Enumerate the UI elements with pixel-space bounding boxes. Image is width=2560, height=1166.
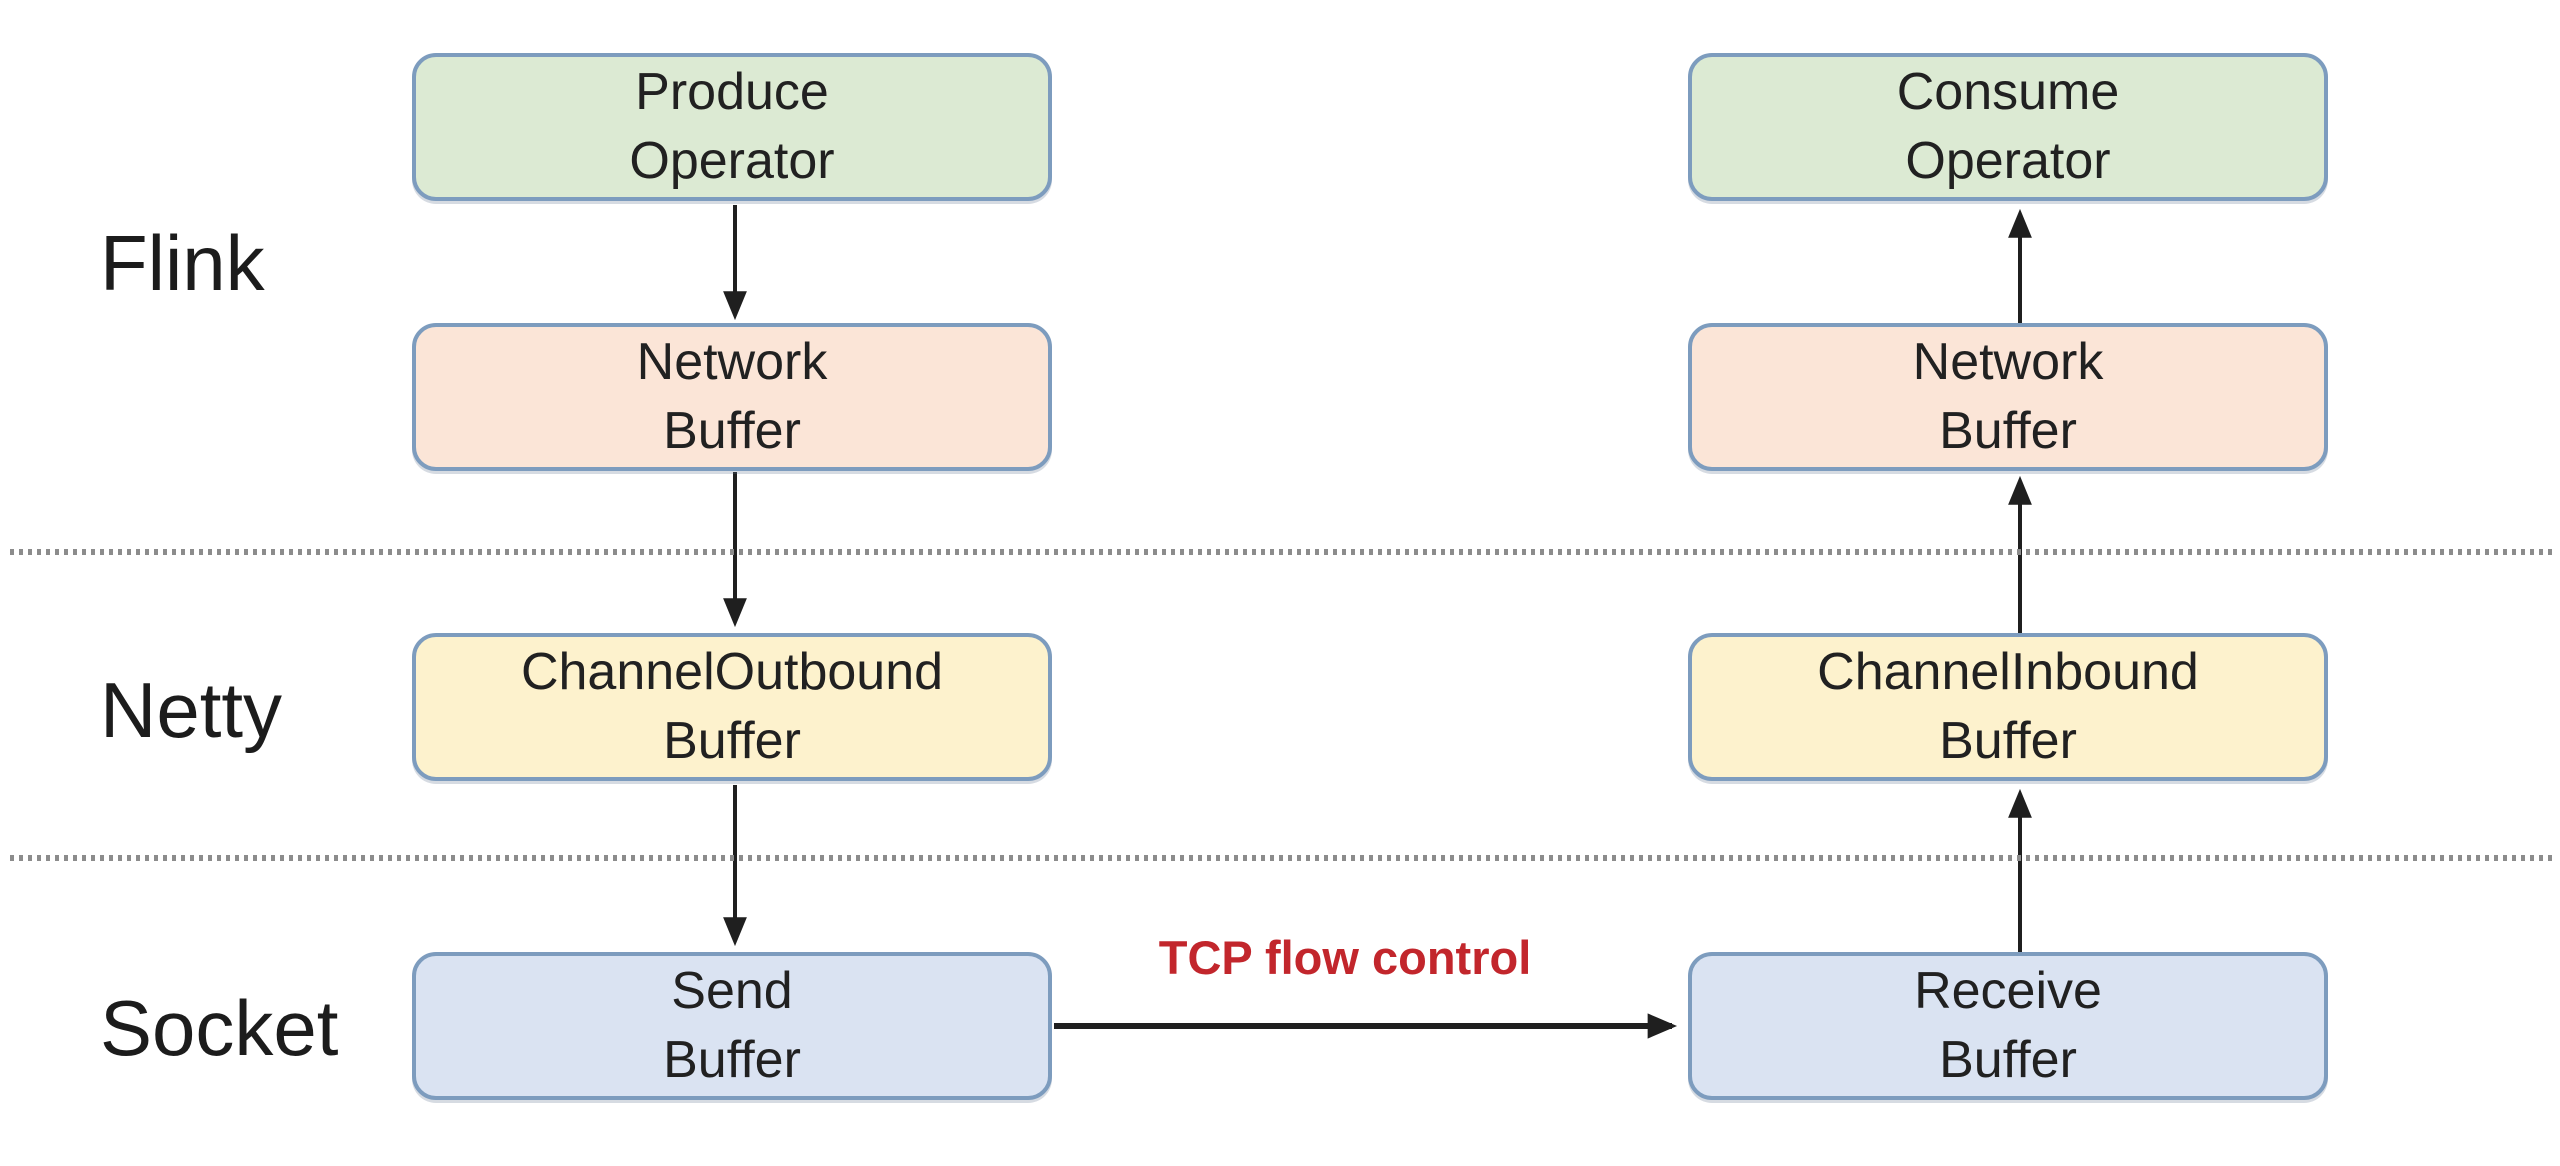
node-label-line: Operator [1905,132,2111,190]
node-label-line: Buffer [663,712,801,770]
node-produce-operator: Produce Operator [412,53,1052,201]
node-label-line: ChannelInbound [1817,643,2199,701]
node-label-line: Produce [635,63,829,121]
node-label-line: Consume [1896,63,2120,121]
node-label-line: Send [671,962,793,1020]
netty-socket-divider [10,855,2552,861]
tcp-flow-control-label: TCP flow control [1158,931,1532,984]
node-label-line: Operator [629,132,835,190]
node-label-line: Buffer [1939,712,2077,770]
node-label-line: ChannelOutbound [520,643,944,701]
node-label-line: Buffer [1939,402,2077,460]
node-channeloutbound-buffer: ChannelOutbound Buffer [412,633,1052,781]
flink-netty-divider [10,549,2552,555]
node-label-line: Receive [1914,962,2102,1020]
node-channelinbound-buffer: ChannelInbound Buffer [1688,633,2328,781]
node-label-line: Buffer [663,1031,801,1089]
layer-label-flink: Flink [100,219,265,307]
node-network-buffer-left: Network Buffer [412,323,1052,471]
node-consume-operator: Consume Operator [1688,53,2328,201]
node-network-buffer-right: Network Buffer [1688,323,2328,471]
node-label-line: Network [636,333,828,391]
node-receive-buffer: Receive Buffer [1688,952,2328,1100]
node-label-line: Buffer [1939,1031,2077,1089]
node-label-line: Network [1912,333,2104,391]
node-send-buffer: Send Buffer [412,952,1052,1100]
layer-label-netty: Netty [100,666,283,754]
layer-label-socket: Socket [100,984,339,1072]
node-label-line: Buffer [663,402,801,460]
